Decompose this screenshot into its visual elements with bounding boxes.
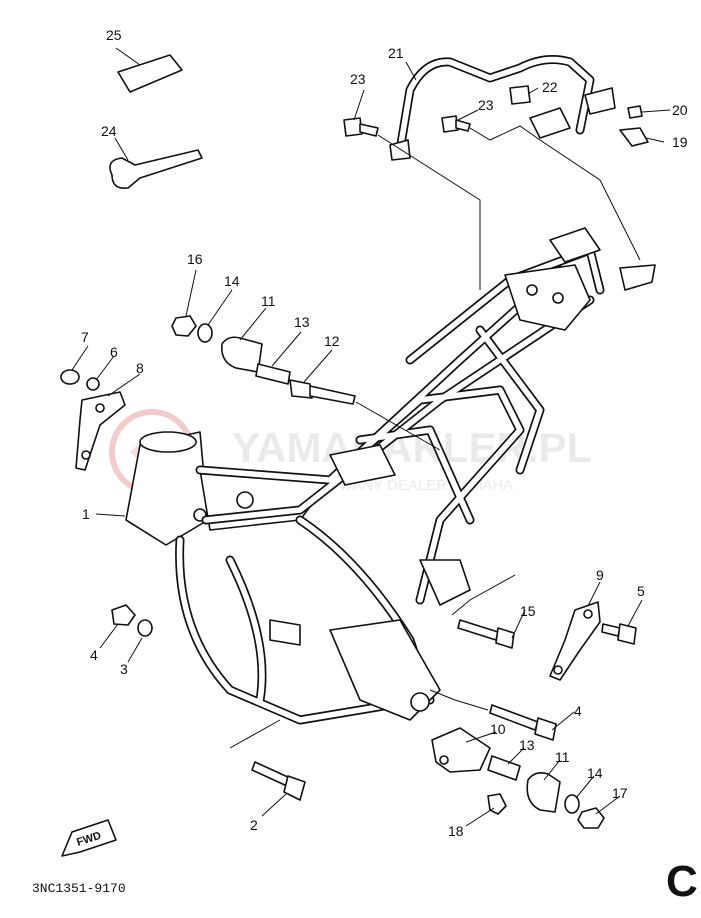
- callout-3: 3: [120, 661, 128, 677]
- part-10-stay: [431, 727, 491, 773]
- callout-11: 11: [261, 293, 276, 309]
- forward-indicator: FWD: [61, 819, 117, 857]
- part-3-washer: [137, 619, 153, 637]
- leader-lines: [71, 47, 671, 827]
- part-23-bolt-shank-b: [455, 119, 471, 132]
- subframe-side-tab: [584, 87, 616, 115]
- part-20-screw: [627, 105, 643, 119]
- callout-17: 17: [612, 785, 628, 801]
- callout-12: 12: [324, 333, 340, 349]
- callout-10: 10: [490, 721, 506, 737]
- part-16-nut: [171, 315, 197, 337]
- part-23-bolt-shank: [359, 123, 379, 137]
- callout-5: 4: [574, 703, 582, 719]
- callout-numbers: 25 24 16 14 11 13 12 7 6 8 1 4 3 2 15 9 …: [81, 27, 688, 839]
- callout-23-right: 23: [478, 97, 494, 113]
- callout-9-left: 8: [136, 360, 144, 376]
- subframe-21: [389, 55, 616, 161]
- part-11-damper-lower: [526, 772, 561, 813]
- part-8-nut: [60, 369, 80, 385]
- part-5-bolt-head: [534, 717, 557, 741]
- callout-9-right: 9: [596, 567, 604, 583]
- part-2-bolt-shank: [251, 761, 291, 787]
- head-pipe-top: [139, 431, 197, 453]
- callout-14-lower: 14: [587, 765, 603, 781]
- part-6-bolt-shank: [601, 623, 621, 637]
- part-23-bolt-head-b: [441, 115, 459, 133]
- part-12-bolt-head: [289, 379, 313, 399]
- rear-cross-plate: [504, 264, 591, 331]
- callout-14: 14: [224, 273, 240, 289]
- frame-assembly: [125, 227, 656, 725]
- part-15-bolt-shank: [457, 619, 499, 641]
- callout-25: 24: [101, 123, 117, 139]
- head-pipe: [125, 431, 209, 546]
- part-13-collar-lower: [487, 755, 521, 781]
- part-12-bolt-shank: [309, 385, 356, 405]
- rear-bracket: [549, 227, 601, 263]
- pivot-hole: [410, 692, 430, 712]
- callout-13-lower: 13: [519, 737, 535, 753]
- callout-15: 15: [520, 603, 536, 619]
- engine-mount-tab: [419, 559, 471, 606]
- part-24-plate: [117, 54, 183, 93]
- page-letter: C: [666, 857, 698, 906]
- callout-21: 21: [388, 45, 404, 61]
- part-9-engine-bracket-left: [75, 391, 126, 471]
- callout-7: 6: [110, 344, 118, 360]
- callout-2: 2: [250, 817, 258, 833]
- callout-18: 18: [448, 823, 464, 839]
- part-18-bolt: [487, 793, 507, 815]
- callout-16: 16: [187, 251, 203, 267]
- subframe-rear-tab: [529, 107, 571, 139]
- callout-8: 7: [81, 329, 89, 345]
- part-13-collar: [255, 363, 291, 385]
- part-15-bolt-head: [495, 627, 515, 649]
- part-9-engine-bracket-right: [549, 601, 601, 681]
- part-4-nut: [111, 604, 136, 626]
- lower-tab: [269, 619, 301, 646]
- part-2-bolt-head: [283, 775, 306, 801]
- callout-13: 13: [294, 314, 310, 330]
- callout-19: 19: [672, 134, 688, 150]
- part-22-nut: [509, 85, 531, 105]
- fwd-arrow-icon: [61, 819, 117, 857]
- tail-bracket: [619, 264, 656, 291]
- callout-6: 5: [637, 583, 645, 599]
- diagram-code: 3NC1351-9170: [32, 881, 126, 896]
- callout-23-left: 23: [350, 71, 366, 87]
- tank-mount-plate: [329, 444, 396, 486]
- callout-1: 1: [82, 506, 90, 522]
- callout-24: 25: [106, 27, 122, 43]
- part-25-wrench: [109, 149, 203, 190]
- gusset-hole: [236, 491, 254, 509]
- part-6-bolt-head: [617, 623, 637, 645]
- callout-22: 22: [542, 79, 558, 95]
- part-11-damper: [220, 336, 263, 373]
- callout-20: 20: [672, 102, 688, 118]
- callout-4: 4: [90, 647, 98, 663]
- part-14-washer: [197, 323, 213, 343]
- subframe-front-tab: [389, 139, 411, 161]
- part-19-clamp: [619, 127, 649, 147]
- part-14-washer-lower: [564, 794, 580, 814]
- callout-11-lower: 11: [555, 749, 570, 765]
- part-7-washer: [86, 377, 100, 391]
- frame-tubes: [175, 245, 605, 725]
